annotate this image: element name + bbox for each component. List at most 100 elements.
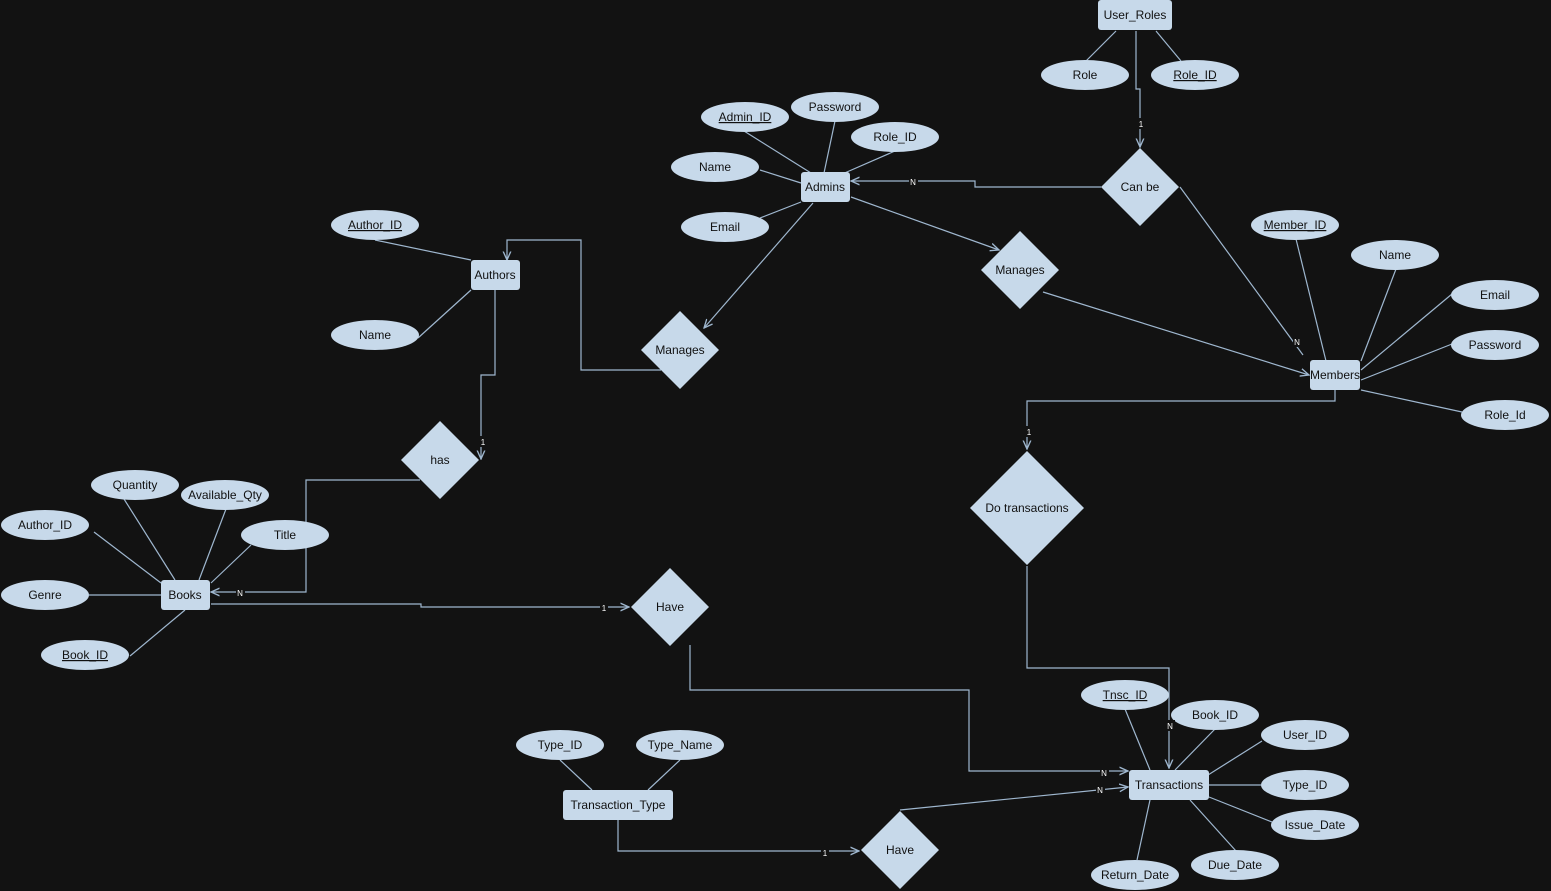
relationship-manages-authors[interactable]: Manages [641, 311, 719, 389]
relationship-have-books[interactable]: Have [631, 568, 709, 646]
line-admin-password [823, 120, 836, 174]
attribute-bk-title[interactable]: Title [241, 520, 329, 550]
attribute-tr-book-id-label: Book_ID [1192, 708, 1238, 722]
attribute-ad-password[interactable]: Password [791, 92, 879, 122]
entity-transactions[interactable]: Transactions [1129, 770, 1209, 800]
entity-admins-label: Admins [805, 180, 845, 194]
attribute-tr-user-id[interactable]: User_ID [1261, 720, 1349, 750]
entity-authors-label: Authors [474, 268, 515, 282]
attribute-bk-book-id[interactable]: Book_ID [41, 640, 129, 670]
attribute-me-email-label: Email [1480, 288, 1510, 302]
cardinality-type-transactions: N [1097, 786, 1103, 795]
attribute-bk-quantity[interactable]: Quantity [91, 470, 179, 500]
attribute-tr-type-id[interactable]: Type_ID [1261, 770, 1349, 800]
relationship-can-be-label: Can be [1121, 180, 1160, 194]
entity-books-label: Books [168, 588, 201, 602]
cardinality-type-have: 1 [823, 849, 828, 858]
line-do-transactions [1026, 566, 1169, 768]
attribute-bk-book-id-label: Book_ID [62, 648, 108, 662]
line-admins-manages-members [850, 196, 999, 250]
attribute-me-role-id[interactable]: Role_Id [1461, 400, 1549, 430]
attribute-bk-title-label: Title [274, 528, 297, 542]
entity-user-roles-label: User_Roles [1104, 8, 1167, 22]
line-admin-name [759, 169, 802, 184]
line-member-roleid [1360, 389, 1463, 413]
entity-transaction-type[interactable]: Transaction_Type [563, 790, 673, 820]
line-roles-roleid [1155, 30, 1182, 62]
attribute-ad-name-label: Name [699, 160, 731, 174]
attribute-tt-type-id-label: Type_ID [538, 738, 583, 752]
attribute-tt-type-id[interactable]: Type_ID [516, 730, 604, 760]
line-books-have [211, 604, 629, 607]
line-tt-typeid [559, 759, 593, 791]
attribute-tr-issue-date-label: Issue_Date [1285, 818, 1346, 832]
line-tt-typename [647, 759, 681, 791]
line-canbe-members [1179, 186, 1304, 356]
attribute-tr-issue-date[interactable]: Issue_Date [1271, 810, 1359, 840]
attribute-tr-due-date-label: Due_Date [1208, 858, 1262, 872]
attribute-bk-author-id[interactable]: Author_ID [1, 510, 89, 540]
attribute-tr-due-date[interactable]: Due_Date [1191, 850, 1279, 880]
line-member-memberid [1295, 238, 1327, 362]
relationship-manages-members[interactable]: Manages [981, 231, 1059, 309]
line-member-name [1360, 268, 1397, 362]
cardinality-has-books: N [237, 589, 243, 598]
line-admin-adminid [743, 130, 812, 174]
attribute-bk-quantity-label: Quantity [113, 478, 158, 492]
attribute-au-name[interactable]: Name [331, 320, 419, 350]
line-member-email [1360, 293, 1453, 371]
entity-transactions-label: Transactions [1135, 778, 1203, 792]
cardinality-members-do: 1 [1027, 428, 1032, 437]
attribute-ur-role-id[interactable]: Role_ID [1151, 60, 1239, 90]
relationship-have-type[interactable]: Have [861, 811, 939, 889]
line-authors-has [481, 290, 496, 459]
entity-admins[interactable]: Admins [801, 172, 850, 202]
cardinality-roles-canbe: 1 [1139, 120, 1144, 129]
attribute-tr-tnsc-id[interactable]: Tnsc_ID [1081, 680, 1169, 710]
line-have-transactions [689, 645, 1128, 771]
relationship-has[interactable]: has [401, 421, 479, 499]
attribute-me-password[interactable]: Password [1451, 330, 1539, 360]
attribute-me-member-id[interactable]: Member_ID [1251, 210, 1339, 240]
line-admin-email [759, 201, 802, 219]
line-tr-issuedate [1208, 796, 1273, 823]
attribute-ur-role[interactable]: Role [1041, 60, 1129, 90]
line-tr-bookid [1174, 728, 1216, 771]
attribute-ad-role-id-label: Role_ID [873, 130, 917, 144]
attribute-ad-email[interactable]: Email [681, 212, 769, 242]
attribute-au-author-id[interactable]: Author_ID [331, 210, 419, 240]
attribute-me-name[interactable]: Name [1351, 240, 1439, 270]
relationship-can-be[interactable]: Can be [1101, 148, 1179, 226]
attribute-ad-name[interactable]: Name [671, 152, 759, 182]
attribute-bk-available-qty[interactable]: Available_Qty [181, 480, 269, 510]
attribute-tt-type-name[interactable]: Type_Name [636, 730, 724, 760]
attribute-bk-genre[interactable]: Genre [1, 580, 89, 610]
attribute-au-author-id-label: Author_ID [348, 218, 402, 232]
attribute-ur-role-id-label: Role_ID [1173, 68, 1217, 82]
attribute-tr-return-date[interactable]: Return_Date [1091, 860, 1179, 890]
attribute-me-name-label: Name [1379, 248, 1411, 262]
entity-members[interactable]: Members [1310, 360, 1360, 390]
attribute-me-password-label: Password [1469, 338, 1522, 352]
attribute-ad-role-id[interactable]: Role_ID [851, 122, 939, 152]
attribute-ur-role-label: Role [1073, 68, 1098, 82]
attribute-tr-user-id-label: User_ID [1283, 728, 1327, 742]
entity-books[interactable]: Books [161, 580, 210, 610]
relationship-has-label: has [430, 453, 449, 467]
relationship-have-type-label: Have [886, 843, 914, 857]
cardinality-canbe-admins: N [910, 178, 916, 187]
relationship-do-transactions[interactable]: Do transactions [970, 451, 1084, 565]
attribute-me-email[interactable]: Email [1451, 280, 1539, 310]
entity-members-label: Members [1310, 368, 1360, 382]
attribute-ad-admin-id[interactable]: Admin_ID [701, 102, 789, 132]
line-manages-authors [507, 239, 661, 371]
line-members-do [1027, 389, 1336, 449]
entity-user-roles[interactable]: User_Roles [1098, 0, 1172, 30]
line-tr-returndate [1136, 799, 1151, 861]
attribute-tr-book-id[interactable]: Book_ID [1171, 700, 1259, 730]
line-member-password [1360, 343, 1453, 381]
entity-authors[interactable]: Authors [471, 260, 520, 290]
cardinality-do-transactions: N [1167, 722, 1173, 731]
relationship-do-transactions-label: Do transactions [985, 501, 1068, 515]
line-type-have [617, 820, 859, 851]
